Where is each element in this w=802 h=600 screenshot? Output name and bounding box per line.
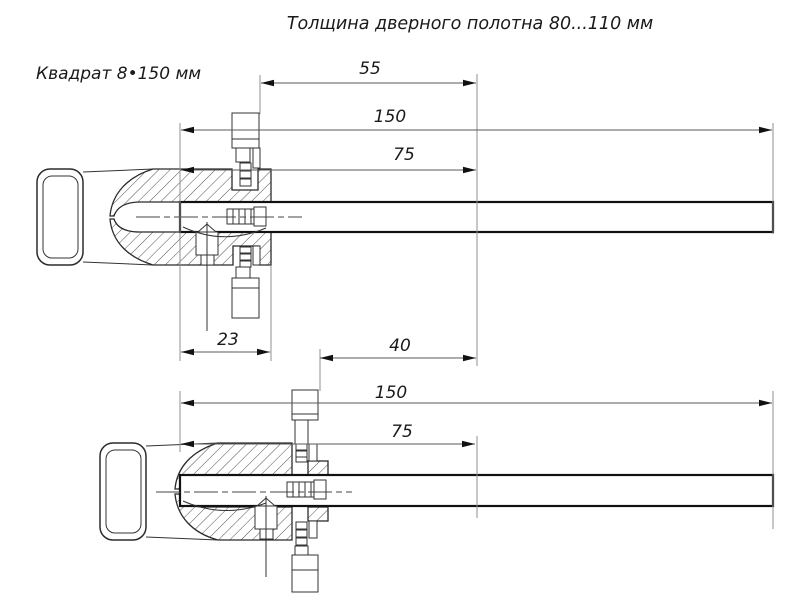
set-screw — [182, 496, 278, 577]
dimension-150-top: 150 — [181, 107, 772, 134]
spindle-bushing — [226, 206, 267, 227]
bearing-ball — [239, 170, 252, 179]
bearing-ball — [239, 246, 252, 254]
bearing-ball — [295, 521, 308, 530]
bearing-ball — [295, 450, 308, 458]
bottom-view: 40 150 75 — [99, 336, 775, 593]
dimension-150-bottom-label: 150 — [375, 383, 407, 403]
handle-knob — [36, 168, 154, 266]
dimension-40-label: 40 — [389, 336, 411, 356]
bearing-ball — [239, 260, 252, 268]
bearing-ball — [239, 253, 252, 261]
dimension-75-top: 75 — [181, 145, 476, 174]
dimension-40: 40 — [320, 336, 476, 362]
dimension-75-bottom: 75 — [181, 422, 475, 448]
dimension-75-top-label: 75 — [393, 145, 415, 165]
dimension-23: 23 — [181, 330, 270, 356]
set-screw — [182, 222, 267, 331]
bearing-ball — [295, 529, 308, 538]
bearing-ball — [239, 178, 252, 187]
drawing-title: Толщина дверного полотна 80...110 мм — [287, 14, 653, 34]
square-spindle-label: Квадрат 8•150 мм — [36, 64, 201, 84]
bearing-ball — [295, 537, 308, 546]
dimension-55: 55 — [261, 59, 476, 87]
dimension-75-bottom-label: 75 — [391, 422, 413, 442]
bearing-ball — [295, 456, 308, 463]
spindle-bushing — [286, 479, 327, 500]
dimension-55-label: 55 — [359, 59, 381, 79]
bearing-ball — [239, 162, 252, 171]
bearing-ball — [295, 443, 308, 451]
extension-lines — [179, 74, 774, 366]
dimension-150-top-label: 150 — [374, 107, 406, 127]
handle-knob — [99, 442, 219, 541]
dimension-23-label: 23 — [217, 330, 239, 350]
spring-arc — [182, 226, 267, 238]
spring-arc — [182, 500, 267, 511]
dimension-150-bottom: 150 — [181, 383, 772, 407]
extension-lines — [179, 349, 774, 529]
top-view: 55 150 75 23 — [36, 59, 775, 366]
